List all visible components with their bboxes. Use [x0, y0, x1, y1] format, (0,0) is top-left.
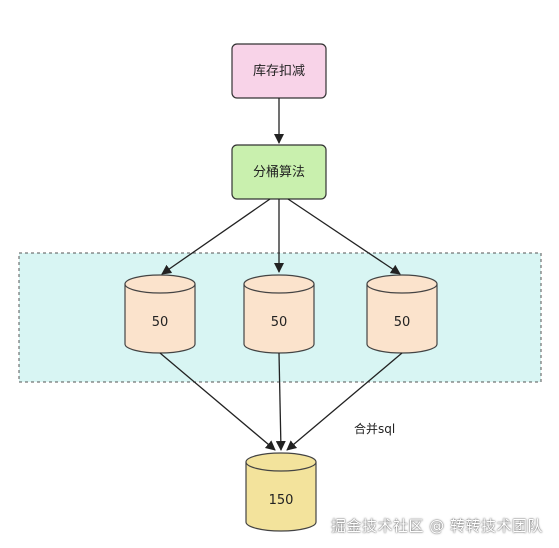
arrow-algorithm-to-bucket-3	[287, 198, 401, 275]
arrow-bucket-1-to-total	[159, 352, 276, 451]
bucket-cylinder-2: 50	[243, 274, 315, 354]
arrow-bucket-2-to-total	[275, 352, 286, 451]
merge-sql-label: 合并sql	[354, 421, 395, 436]
arrow-bucket-3-to-total	[286, 352, 403, 451]
inventory-deduct-label: 库存扣减	[253, 63, 305, 79]
bucket-cylinder-1: 50	[124, 274, 196, 354]
bucket-1-value: 50	[152, 315, 169, 330]
total-value: 150	[269, 493, 294, 508]
bucket-algorithm-box: 分桶算法	[231, 144, 327, 200]
bucket-algorithm-label: 分桶算法	[253, 165, 305, 180]
arrow-algorithm-to-bucket-1	[161, 198, 271, 275]
inventory-deduct-box: 库存扣减	[231, 43, 327, 99]
bucket-2-value: 50	[271, 315, 288, 330]
bucket-3-value: 50	[394, 315, 411, 330]
total-cylinder: 150	[245, 452, 317, 532]
watermark: 掘金技术社区 @ 转转技术团队	[330, 517, 543, 535]
bucket-cylinder-3: 50	[366, 274, 438, 354]
